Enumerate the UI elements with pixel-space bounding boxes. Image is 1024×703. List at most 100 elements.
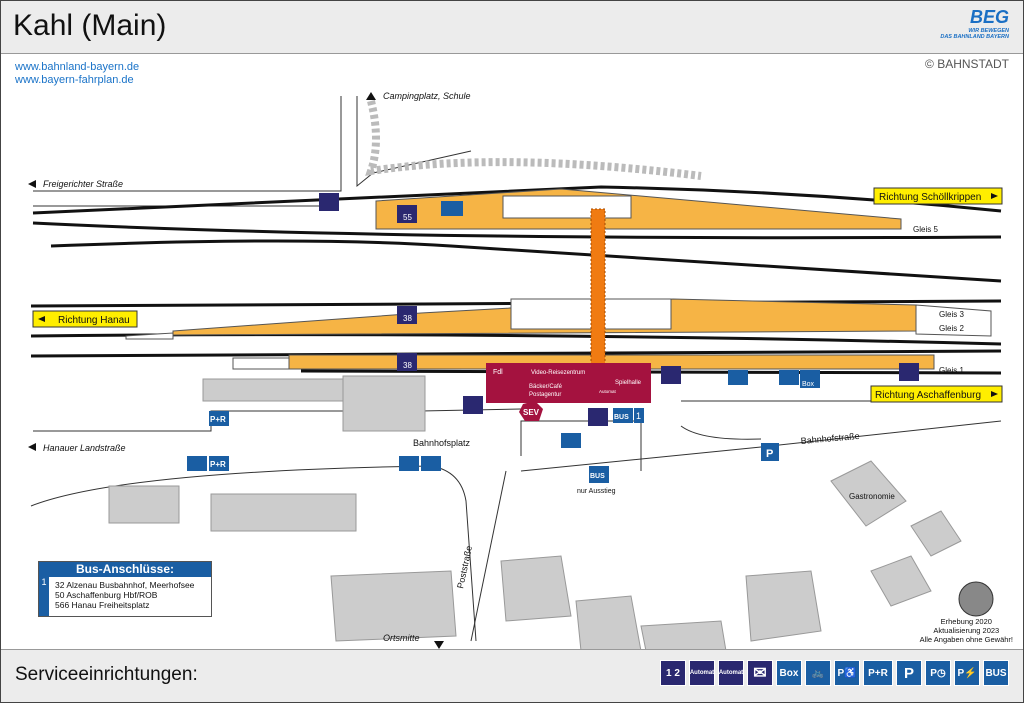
sev-icon: SEV: [519, 401, 543, 421]
park-ride-icon-2: P+R: [187, 456, 229, 471]
svg-text:P+R: P+R: [210, 460, 226, 469]
label-video-reisezentrum: Video-Reisezentrum: [531, 370, 585, 376]
copyright: © BAHNSTADT: [925, 57, 1009, 71]
direction-arrow-right-icon: [991, 193, 998, 199]
bus-stop-icon: BUS: [613, 408, 633, 423]
bus-connections-lines: 32 Alzenau Busbahnhof, Meerhofsee 50 Asc…: [55, 580, 194, 610]
gleis-2-label: Gleis 2: [939, 324, 964, 333]
street-campingplatz: Campingplatz, Schule: [383, 91, 471, 101]
gastronomie-label: Gastronomie: [849, 492, 895, 501]
svg-text:P: P: [766, 448, 773, 460]
ticket-machine-icon: 1 2: [660, 660, 686, 686]
elevator-icon-3: [588, 408, 608, 426]
svg-text:SEV: SEV: [523, 408, 540, 417]
svg-text:1: 1: [636, 411, 641, 421]
elevator-icons: [319, 193, 919, 426]
beg-logo-subline-1: WIR BEWEGEN: [968, 28, 1009, 34]
label-baecker: Bäcker/Café: [529, 384, 563, 390]
arrow-hanauer-icon: [28, 443, 36, 451]
bus-connections-title: Bus-Anschlüsse:: [39, 562, 211, 577]
beg-logo-text: BEG: [969, 7, 1009, 27]
compass-icon: [958, 581, 994, 617]
header: Kahl (Main) BEG WIR BEWEGEN DAS BAHNLAND…: [1, 1, 1023, 54]
nur-ausstieg-label: nur Ausstieg: [577, 488, 616, 495]
svg-text:P+R: P+R: [210, 415, 226, 424]
footer: Serviceeinrichtungen: 1 2 Automat Automa…: [1, 649, 1023, 702]
direction-sign-schoellkrippen: [873, 187, 1003, 205]
elevator-icon-2: [463, 396, 483, 414]
short-term-parking-icon: [561, 433, 581, 448]
links: www.bahnland-bayern.de www.bayern-fahrpl…: [15, 61, 139, 87]
bus-connections-box: Bus-Anschlüsse: 1 32 Alzenau Busbahnhof,…: [38, 561, 212, 617]
bike-parking-icon: [441, 201, 463, 216]
bike-box-icon: Box: [776, 660, 802, 686]
svg-text:55: 55: [403, 213, 412, 222]
arrow-freigerichter-icon: [28, 180, 36, 188]
bus-icon: BUS: [983, 660, 1009, 686]
svg-text:BUS: BUS: [590, 473, 605, 480]
gleis-3-label: Gleis 3: [939, 310, 964, 319]
link-bahnland[interactable]: www.bahnland-bayern.de: [15, 61, 140, 73]
platform-height-38-icon-2: 38: [397, 353, 417, 371]
bus-connections-stop-number: 1: [39, 577, 49, 616]
direction-arrow-right-icon-2: [991, 391, 998, 397]
beg-logo-subline-2: DAS BAHNLAND BAYERN: [940, 34, 1009, 40]
label-postagentur: Postagentur: [529, 392, 561, 398]
label-fdl: Fdl: [493, 369, 503, 376]
footbridge: [590, 208, 606, 392]
gleis-1-label: Gleis 1: [939, 366, 964, 375]
hedge: [365, 100, 702, 180]
station-map: Fdl Video-Reisezentrum Bäcker/Café Posta…: [28, 91, 1003, 651]
credits-line2: Aktualisierung 2023: [933, 626, 1000, 635]
label-spielhalle: Spielhalle: [615, 380, 642, 386]
post-icon: ✉: [747, 660, 773, 686]
bike-parking-icon-2: [728, 370, 748, 385]
fernverkehr-automat-icon: Automat: [689, 660, 715, 686]
service-icons: 1 2 Automat Automat ✉ Box 🚲 P♿ P+R P P◷ …: [660, 660, 1009, 686]
park-ride-icon: P+R: [209, 411, 229, 426]
svg-text:Box: Box: [802, 381, 815, 388]
platform-height-38-icon: 38: [397, 306, 417, 324]
roads: [30, 96, 1002, 642]
svg-text:38: 38: [403, 314, 412, 323]
beg-logo: BEG WIR BEWEGEN DAS BAHNLAND BAYERN: [940, 7, 1009, 40]
credits-line3: Alle Angaben ohne Gewähr!: [919, 635, 1013, 644]
bike-box-icon: Box: [779, 370, 820, 388]
direction-arrow-left-icon: [38, 316, 45, 322]
direction-schoellkrippen: Richtung Schöllkrippen: [879, 192, 981, 203]
parking-icon: P: [896, 660, 922, 686]
footer-title: Serviceeinrichtungen:: [15, 664, 198, 685]
arrow-ortsmitte-icon: [434, 641, 444, 649]
credits-line1: Erhebung 2020: [940, 617, 992, 626]
arrow-campingplatz-icon: [366, 92, 376, 100]
elevator-icon-4: [661, 366, 681, 384]
elevator-icon-5: [899, 363, 919, 381]
bus-stop-number: 1: [634, 408, 644, 423]
svg-text:38: 38: [403, 361, 412, 370]
bike-parking-icon: 🚲: [805, 660, 831, 686]
parking-icon: P: [761, 443, 779, 461]
elevator-icon: [319, 193, 339, 211]
short-term-parking-icon: P◷: [925, 660, 951, 686]
gleis-5-label: Gleis 5: [913, 225, 938, 234]
street-bahnhofsplatz: Bahnhofsplatz: [413, 438, 471, 448]
direction-aschaffenburg: Richtung Aschaffenburg: [875, 390, 981, 401]
credits: Erhebung 2020 Aktualisierung 2023 Alle A…: [920, 617, 1013, 644]
bus-line: 50 Aschaffenburg Hbf/ROB: [55, 590, 158, 600]
direction-hanau: Richtung Hanau: [58, 315, 130, 326]
street-hanauer: Hanauer Landstraße: [43, 443, 126, 453]
street-ortsmitte: Ortsmitte: [383, 633, 420, 643]
ev-charging-parking-icon: P⚡: [954, 660, 980, 686]
ev-parking-icon: [399, 456, 441, 471]
bus-exit-icon: BUS: [589, 466, 609, 483]
station-building: [486, 363, 651, 403]
buildings: [108, 375, 962, 651]
link-fahrplan[interactable]: www.bayern-fahrplan.de: [15, 74, 134, 86]
park-ride-icon: P+R: [863, 660, 893, 686]
direction-sign-hanau: [32, 310, 138, 328]
nahverkehr-automat-icon: Automat: [718, 660, 744, 686]
street-bahnhofstrasse: Bahnhofstraße: [800, 431, 860, 446]
platform-height-55-icon: 55: [397, 205, 417, 223]
disabled-parking-icon: P♿: [834, 660, 860, 686]
street-freigerichter: Freigerichter Straße: [43, 179, 123, 189]
